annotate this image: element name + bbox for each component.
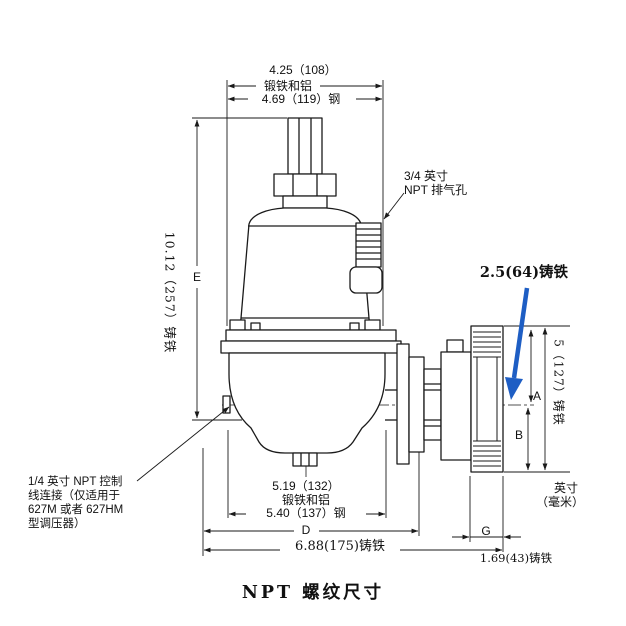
dim-top-width-value: 4.25（108） [269, 63, 337, 77]
dim-bottom-width-steel: 5.40（137）钢 [266, 506, 346, 520]
dim-letter-g: G [481, 524, 491, 538]
page-title: NPT 螺纹尺寸 [241, 583, 385, 603]
dim-bottom-width-material: 锻铁和铝 [281, 493, 331, 507]
dim-letter-e: E [192, 270, 202, 284]
units-note-line2: （毫米） [535, 495, 585, 509]
control-callout-line1: 1/4 英寸 NPT 控制 [28, 476, 123, 488]
regulator-body [220, 117, 504, 473]
extension-lines [192, 80, 570, 560]
dim-top-width-material: 锻铁和铝 [263, 79, 313, 93]
dimension-lines [136, 83, 548, 553]
vent-callout-line1: 3/4 英寸 [404, 169, 449, 183]
dim-top-width-steel: 4.69（119）钢 [261, 92, 341, 106]
dim-bottom-width-value: 5.19（132） [272, 479, 340, 493]
dim-end-length: 1.69(43)铸铁 [477, 551, 555, 566]
dim-right-height: 5（127）铸铁 [551, 339, 566, 426]
thread-lines [473, 331, 501, 467]
blue-callout-arrow-icon [505, 287, 530, 400]
dim-letter-d: D [301, 523, 311, 537]
dim-letter-b: B [514, 428, 524, 442]
control-callout-line2: 线连接（仅适用于 [28, 490, 120, 502]
vent-callout-line2: NPT 排气孔 [404, 183, 468, 197]
control-callout-line4: 型调压器） [28, 518, 86, 530]
control-callout-line3: 627M 或者 627HM [28, 504, 124, 516]
dim-letter-a: A [532, 389, 542, 403]
dim-total-width: 6.88(175)铸铁 [295, 539, 385, 554]
dim-right-offset: 2.5(64)铸铁 [479, 264, 569, 281]
dim-left-height: 10.12（257）铸铁 [162, 231, 178, 354]
vent-ribbed-cap [355, 222, 382, 268]
units-note-line1: 英寸 [553, 481, 579, 495]
